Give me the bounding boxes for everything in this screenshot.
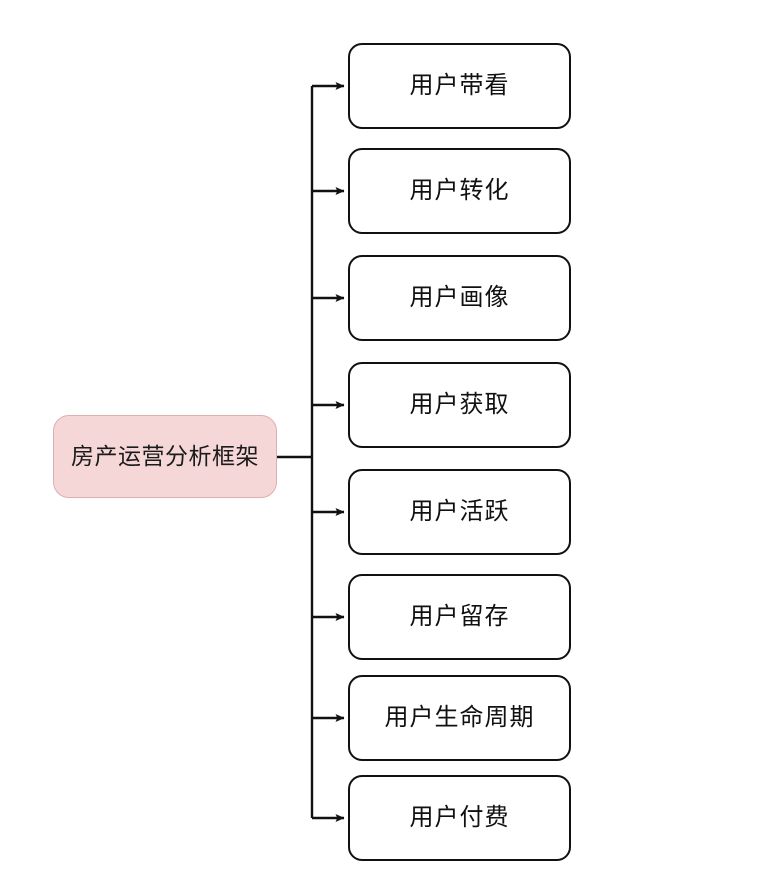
branch-node-label: 用户生命周期 (384, 704, 535, 731)
branch-node-1[interactable]: 用户带看 (348, 43, 571, 129)
branch-node-label: 用户留存 (409, 603, 510, 630)
root-node-label: 房产运营分析框架 (71, 443, 259, 469)
root-node[interactable]: 房产运营分析框架 (53, 415, 277, 498)
branch-node-3[interactable]: 用户画像 (348, 255, 571, 341)
branch-node-4[interactable]: 用户获取 (348, 362, 571, 448)
branch-node-6[interactable]: 用户留存 (348, 574, 571, 660)
branch-node-label: 用户付费 (409, 804, 510, 831)
branch-node-label: 用户带看 (409, 72, 510, 99)
branch-node-8[interactable]: 用户付费 (348, 775, 571, 861)
branch-node-2[interactable]: 用户转化 (348, 148, 571, 234)
branch-node-7[interactable]: 用户生命周期 (348, 675, 571, 761)
branch-node-5[interactable]: 用户活跃 (348, 469, 571, 555)
branch-node-label: 用户画像 (409, 284, 510, 311)
branch-node-label: 用户转化 (409, 177, 510, 204)
branch-node-label: 用户获取 (409, 391, 510, 418)
branch-node-label: 用户活跃 (409, 498, 510, 525)
